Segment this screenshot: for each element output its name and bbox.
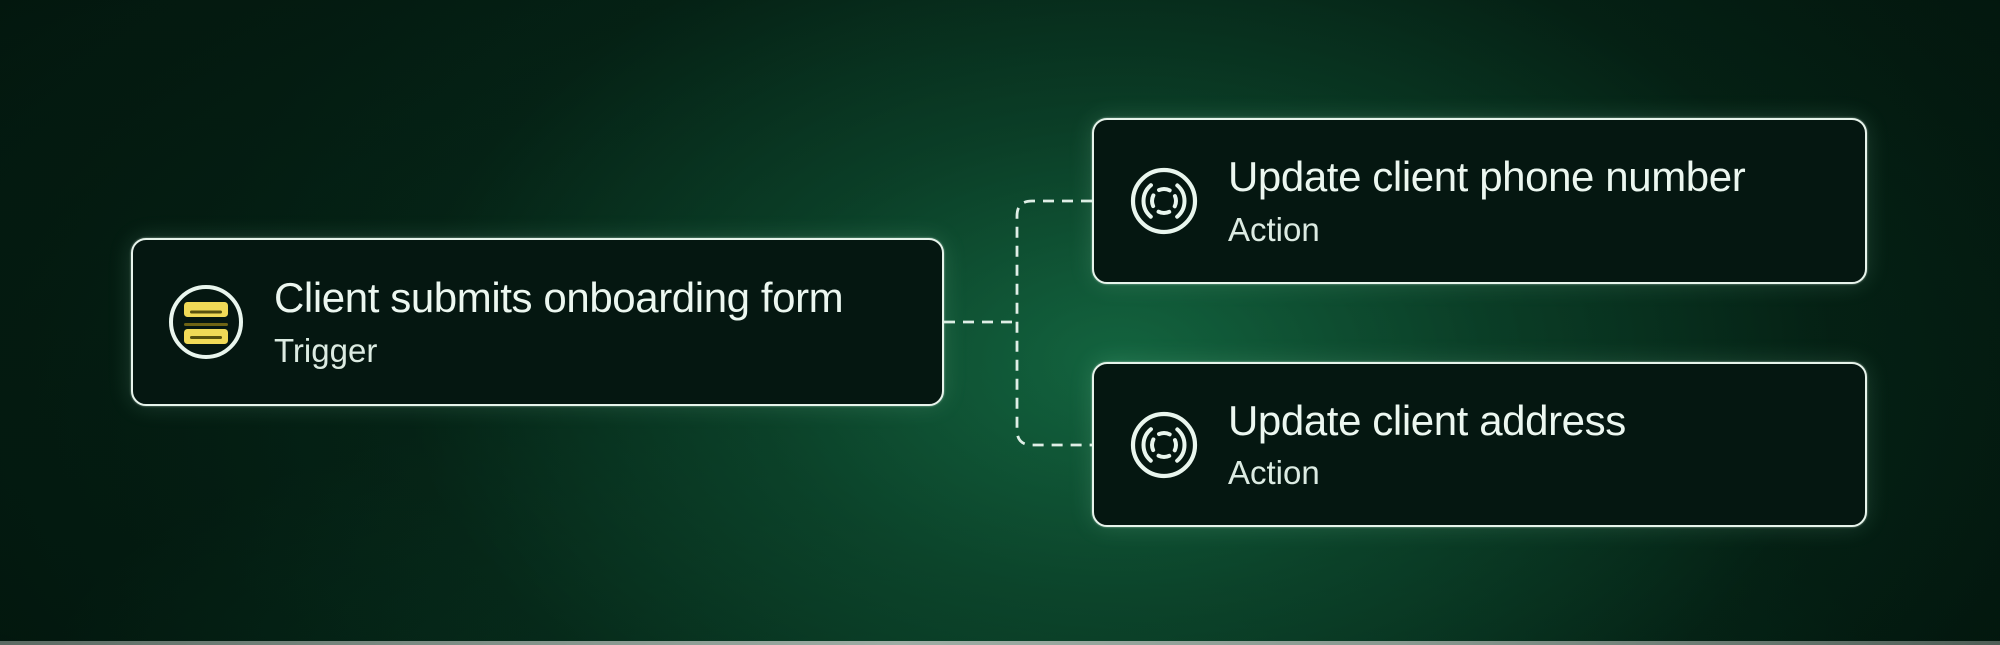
trigger-card[interactable]: Client submits onboarding form Trigger xyxy=(131,238,944,406)
form-fields-icon xyxy=(166,282,246,362)
trigger-type-label: Trigger xyxy=(274,331,378,369)
action-card-phone-number[interactable]: Update client phone number Action xyxy=(1092,118,1867,284)
bottom-edge-strip xyxy=(0,641,2000,645)
circular-action-icon xyxy=(1128,165,1200,237)
action-title: Update client address xyxy=(1228,396,1626,444)
action-card-text: Update client phone number Action xyxy=(1228,152,1746,249)
action-type-label: Action xyxy=(1228,454,1320,492)
trigger-card-text: Client submits onboarding form Trigger xyxy=(274,273,844,370)
connector-branch xyxy=(1015,199,1092,447)
action-title: Update client phone number xyxy=(1228,153,1746,201)
trigger-title: Client submits onboarding form xyxy=(274,274,844,322)
action-card-address[interactable]: Update client address Action xyxy=(1092,362,1867,527)
action-type-label: Action xyxy=(1228,210,1320,248)
action-card-text: Update client address Action xyxy=(1228,396,1626,493)
circular-action-icon xyxy=(1128,409,1200,481)
